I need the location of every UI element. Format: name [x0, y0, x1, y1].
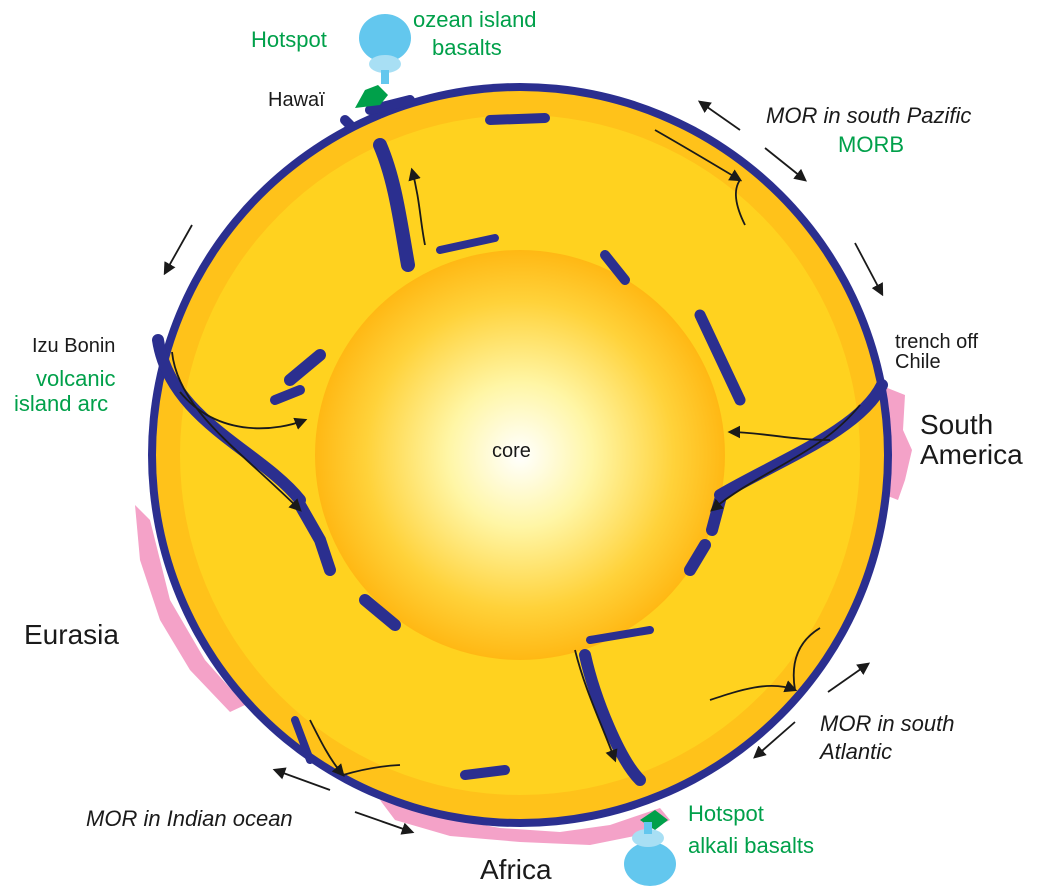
subducting-slabs — [152, 95, 888, 786]
south-america-label-line2: America — [920, 439, 1023, 470]
alkali-basalts-label: alkali basalts — [688, 833, 814, 858]
morb-label: MORB — [838, 132, 904, 157]
ocean-island-basalts-label-line2: basalts — [432, 35, 502, 60]
africa-label: Africa — [480, 854, 552, 885]
core — [315, 250, 725, 660]
mor-pacific-label: MOR in south Pazific — [766, 103, 972, 128]
hawaii-label: Hawaï — [268, 89, 325, 111]
trench-chile-label-line1: trench off — [895, 331, 979, 353]
plate-motion-arrows — [163, 100, 884, 835]
hawaii-plume — [359, 14, 411, 84]
africa-continent — [380, 800, 670, 845]
izu-bonin-label: Izu Bonin — [32, 335, 116, 357]
eurasia-continent — [135, 505, 245, 712]
trench-chile-label-line2: Chile — [895, 351, 941, 373]
africa-hotspot-volcano — [640, 810, 668, 830]
africa-plume — [624, 822, 676, 886]
volcanic-arc-label-line2: island arc — [14, 391, 109, 416]
mor-atlantic-label-line1: MOR in south — [820, 711, 955, 736]
hotspot-top-label: Hotspot — [251, 27, 327, 52]
core-label: core — [492, 440, 531, 462]
volcanic-arc-label-line1: volcanic — [36, 366, 116, 391]
ocean-island-basalts-label-line1: ozean island — [413, 7, 537, 32]
south-america-label-line1: South — [920, 409, 994, 440]
eurasia-label: Eurasia — [24, 619, 119, 650]
mor-indian-label: MOR in Indian ocean — [86, 806, 293, 831]
mantle-flow-lines — [171, 129, 861, 777]
hotspot-bottom-label: Hotspot — [688, 801, 764, 826]
hawaii-volcano — [355, 85, 388, 108]
mor-atlantic-label-line2: Atlantic — [820, 739, 893, 764]
